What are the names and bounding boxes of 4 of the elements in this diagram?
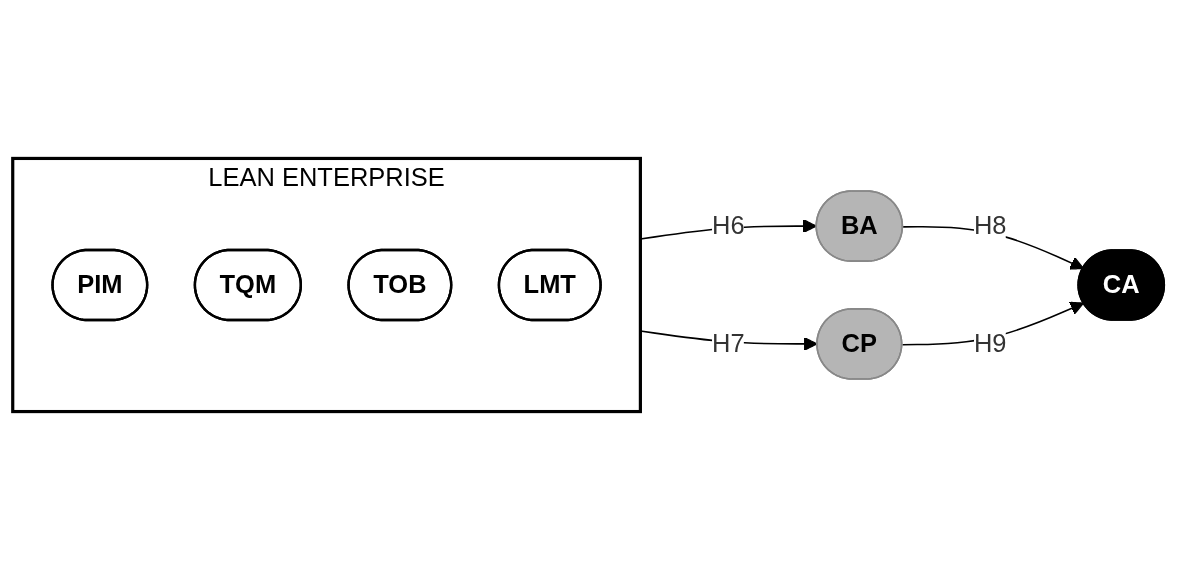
edge-label: H6 [712, 211, 745, 239]
edge-label: H7 [712, 329, 745, 357]
edge-label: H8 [973, 211, 1007, 239]
edge-label: H9 [973, 329, 1007, 357]
